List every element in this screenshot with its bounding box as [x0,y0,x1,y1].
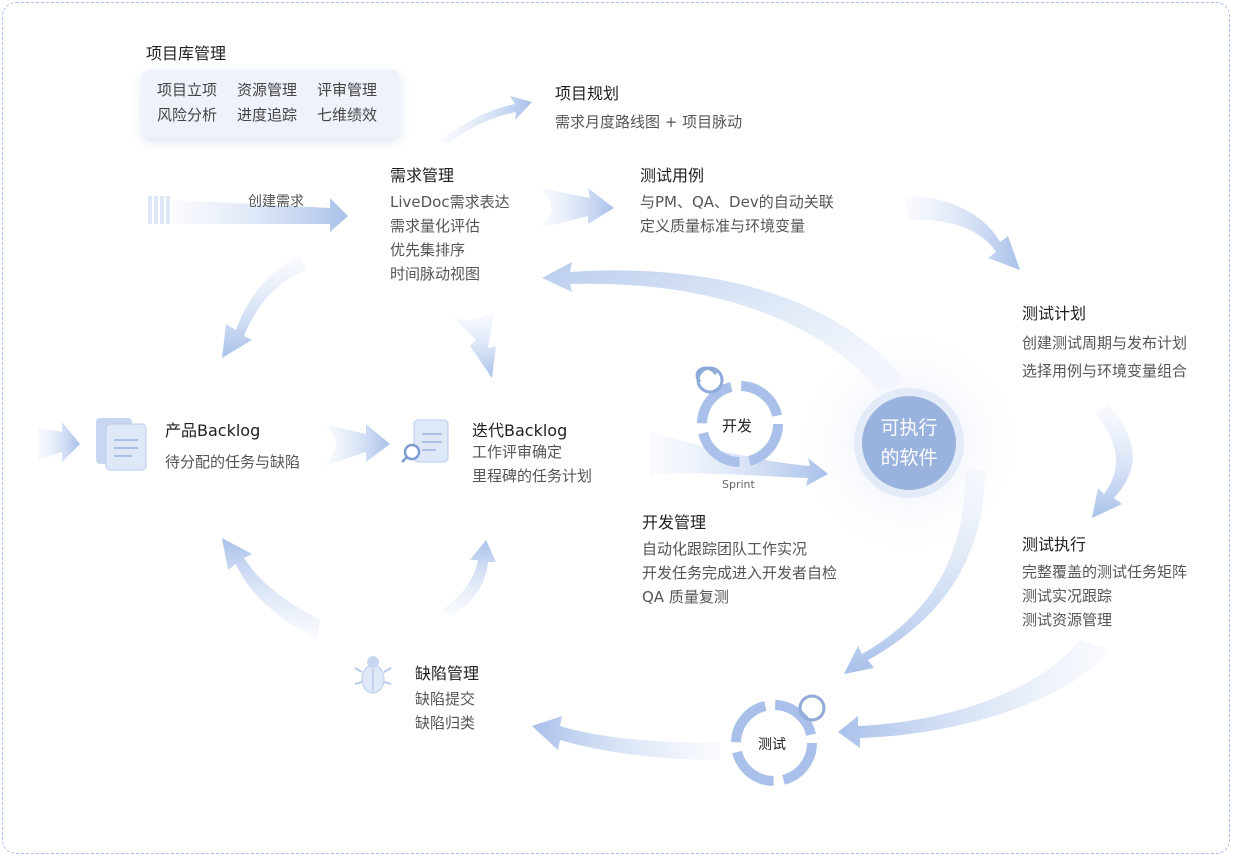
defect-line: 缺陷归类 [415,714,476,732]
test-exec-line: 测试资源管理 [1022,611,1113,629]
arrow-defect-to-iteration [442,540,496,616]
library-item[interactable]: 七维绩效 [317,106,378,124]
library-item[interactable]: 项目立项 [157,81,218,99]
bug-icon [354,656,392,694]
test-cycle-ring [731,694,826,786]
arrow-center-to-testcycle [844,470,985,674]
library-item[interactable]: 进度追踪 [237,106,298,124]
search-document-icon [401,419,449,463]
defect-lines: 缺陷提交 缺陷归类 [415,687,475,735]
dev-management-line: 自动化跟踪团队工作实况 [642,540,808,558]
executable-software-badge: 可执行 的软件 [854,388,964,498]
document-icon [96,418,147,471]
product-backlog-title: 产品Backlog [165,421,261,440]
center-line: 可执行 [880,417,938,439]
defect-title: 缺陷管理 [415,664,480,683]
dev-management-lines: 自动化跟踪团队工作实况 开发任务完成进入开发者自检 QA 质量复测 [642,537,837,609]
dev-management-line: 开发任务完成进入开发者自检 [642,564,838,582]
requirements-line: 需求量化评估 [390,217,481,235]
defect-line: 缺陷提交 [415,690,476,708]
arrow-library-to-planning [440,96,532,144]
arrow-exec-to-testcycle [838,640,1110,748]
test-exec-line: 完整覆盖的测试任务矩阵 [1022,563,1188,581]
testplan-line: 创建测试周期与发布计划 [1022,334,1188,352]
iteration-backlog-lines: 工作评审确定 里程碑的任务计划 [472,440,592,488]
arrow-req-to-iteration [454,312,496,378]
planning-subtitle: 需求月度路线图 + 项目脉动 [555,113,743,131]
arrow-product-to-iteration [324,424,390,466]
test-exec-lines: 完整覆盖的测试任务矩阵 测试实况跟踪 测试资源管理 [1022,560,1187,632]
test-cycle-label: 测试 [758,737,786,753]
test-exec-line: 测试实况跟踪 [1022,587,1113,605]
arrow-entry-product [38,422,80,462]
iteration-backlog-title: 迭代Backlog [472,421,568,440]
library-item[interactable]: 风险分析 [157,106,218,124]
testcase-lines: 与PM、QA、Dev的自动关联 定义质量标准与环境变量 [640,190,834,238]
dev-cycle-ring [695,366,783,467]
testcase-line: 定义质量标准与环境变量 [640,217,806,235]
dev-cycle-label: 开发 [722,417,753,435]
iteration-backlog-line: 里程碑的任务计划 [472,467,593,485]
dev-management-title: 开发管理 [642,513,707,532]
testcase-title: 测试用例 [640,166,705,185]
arrow-plan-to-exec [1092,404,1133,518]
requirements-title: 需求管理 [390,166,455,185]
create-requirement-label: 创建需求 [248,194,304,210]
arrow-req-to-product [222,256,306,358]
iteration-backlog-line: 工作评审确定 [472,443,563,461]
requirements-line: LiveDoc需求表达 [390,193,510,211]
testplan-title: 测试计划 [1022,304,1087,323]
testplan-line: 选择用例与环境变量组合 [1022,362,1188,380]
center-line: 的软件 [880,447,938,469]
arrow-testcase-to-testplan [905,196,1020,270]
library-item[interactable]: 资源管理 [237,81,298,99]
testplan-lines: 创建测试周期与发布计划 选择用例与环境变量组合 [1022,329,1187,385]
arrow-center-to-requirement [542,262,905,392]
arrow-testcycle-to-defect [532,716,720,760]
testcase-line: 与PM、QA、Dev的自动关联 [640,193,834,211]
arrow-defect-to-product [222,538,320,640]
dev-management-line: QA 质量复测 [642,588,729,606]
test-exec-title: 测试执行 [1022,535,1087,554]
requirements-lines: LiveDoc需求表达 需求量化评估 优先集排序 时间脉动视图 [390,190,510,286]
library-item[interactable]: 评审管理 [317,81,378,99]
library-card: 项目立项 资源管理 评审管理 风险分析 进度追踪 七维绩效 [142,70,400,138]
product-backlog-subtitle: 待分配的任务与缺陷 [165,453,301,471]
planning-title: 项目规划 [555,84,620,103]
requirements-line: 时间脉动视图 [390,265,481,283]
requirements-line: 优先集排序 [390,241,466,259]
arrow-req-to-testcase [540,188,614,228]
library-title: 项目库管理 [146,44,227,63]
arrow-create-requirement [148,196,348,232]
sprint-label: Sprint [722,478,755,491]
